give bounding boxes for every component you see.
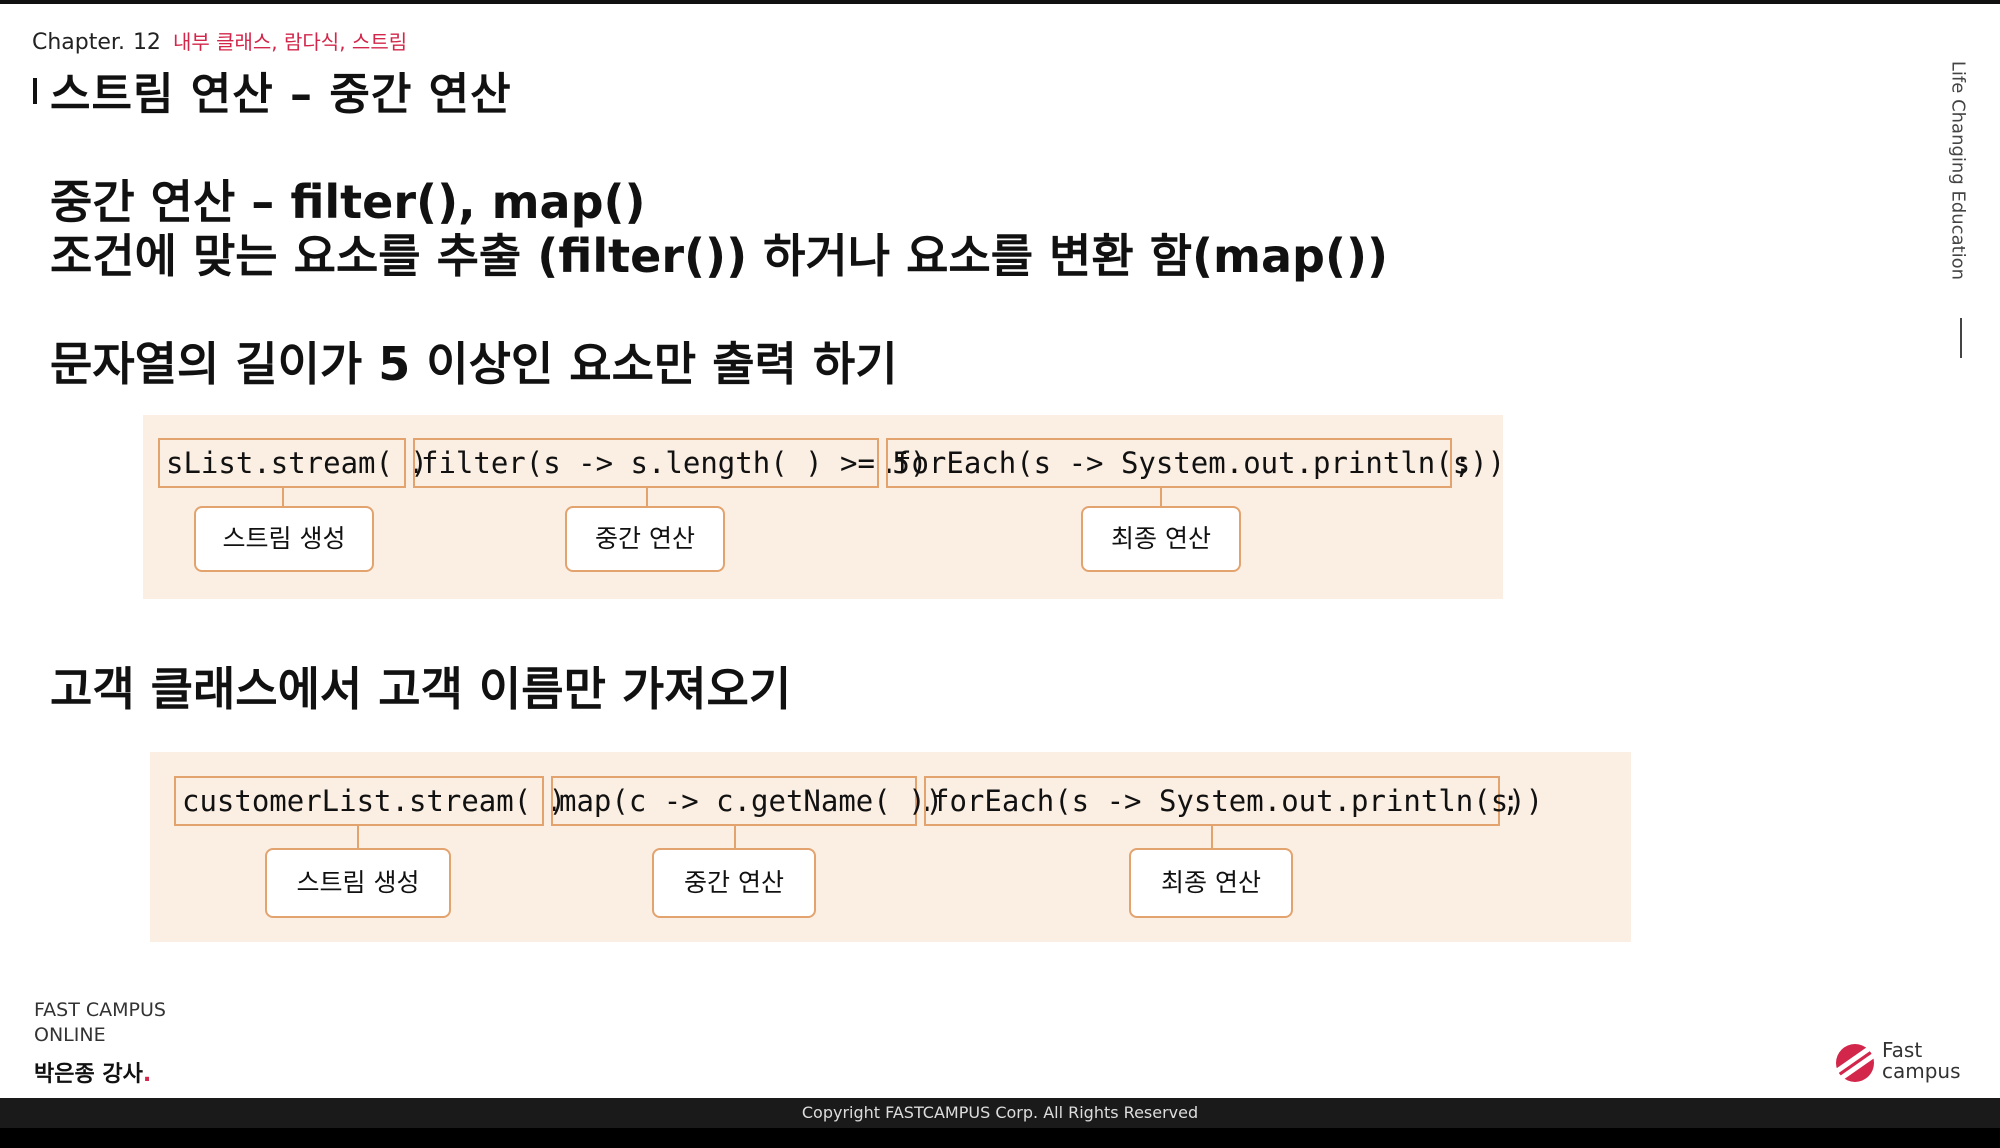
- chapter-subtitle: 내부 클래스, 람다식, 스트림: [172, 30, 408, 54]
- code-diagram-1: sList.stream( ) . filter(s -> s.length( …: [143, 415, 1505, 599]
- lecturer-name: 박은종 강사.: [34, 1056, 151, 1088]
- diagram-2-inner: customerList.stream( ) . map(c -> c.getN…: [174, 776, 1614, 926]
- fastcampus-logo-icon: [1836, 1044, 1874, 1082]
- code-dot: .: [880, 446, 898, 480]
- code-dot: .: [407, 446, 425, 480]
- body-line-1: 중간 연산 – filter(), map(): [50, 175, 646, 229]
- label-stream-creation: 스트림 생성: [265, 848, 451, 918]
- copyright-text: Copyright FASTCAMPUS Corp. All Rights Re…: [801, 1103, 1199, 1122]
- lecturer-text: 박은종 강사: [34, 1062, 143, 1087]
- logo-word-2: campus: [1882, 1059, 1961, 1083]
- brand-line-2: ONLINE: [34, 1024, 106, 1046]
- connector-line: [734, 826, 736, 848]
- connector-line: [1211, 826, 1213, 848]
- code-segment-terminal: forEach(s -> System.out.println(s)): [924, 776, 1543, 826]
- connector-line: [646, 488, 648, 506]
- connector-line: [1160, 488, 1162, 506]
- connector-line: [357, 826, 359, 848]
- slide-title: 스트림 연산 – 중간 연산: [50, 69, 512, 120]
- code-semicolon: ;: [1454, 446, 1472, 480]
- code-semicolon: ;: [1502, 784, 1520, 818]
- chapter-header: Chapter. 12 내부 클래스, 람다식, 스트림: [32, 26, 407, 55]
- body-line-2: 조건에 맞는 요소를 추출 (filter()) 하거나 요소를 변환 함(ma…: [50, 229, 1389, 283]
- label-stream-creation: 스트림 생성: [194, 506, 374, 572]
- top-border: [0, 0, 2000, 4]
- title-marker: [33, 78, 37, 104]
- label-terminal-operation: 최종 연산: [1081, 506, 1241, 572]
- label-terminal-operation: 최종 연산: [1129, 848, 1293, 918]
- code-dot: .: [545, 784, 563, 818]
- code-segment-stream-creation: customerList.stream( ): [174, 776, 566, 826]
- code-segment-terminal: forEach(s -> System.out.println(s)): [886, 438, 1505, 488]
- side-tagline: Life Changing Education: [1947, 40, 1969, 358]
- code-segment-stream-creation: sList.stream( ): [158, 438, 428, 488]
- code-segment-intermediate: filter(s -> s.length( ) >= 5): [413, 438, 927, 488]
- chapter-number: 12: [132, 30, 161, 55]
- lecturer-dot: .: [142, 1062, 152, 1087]
- side-tagline-text: Life Changing Education: [1947, 60, 1969, 281]
- fast-campus-online-label: FAST CAMPUS ONLINE: [34, 998, 166, 1048]
- diagram-1-inner: sList.stream( ) . filter(s -> s.length( …: [158, 438, 1505, 578]
- chapter-label: Chapter.: [32, 30, 125, 55]
- fastcampus-logo-text: Fast campus: [1882, 1040, 1961, 1082]
- label-intermediate-operation: 중간 연산: [565, 506, 725, 572]
- fastcampus-logo: Fast campus: [1836, 1038, 1966, 1086]
- connector-line: [282, 488, 284, 506]
- code-segment-intermediate: map(c -> c.getName( )): [551, 776, 943, 826]
- footer-bottom-strip: [0, 1128, 2000, 1148]
- section2-heading: 고객 클래스에서 고객 이름만 가져오기: [50, 662, 792, 716]
- brand-line-1: FAST CAMPUS: [34, 999, 166, 1021]
- label-intermediate-operation: 중간 연산: [652, 848, 816, 918]
- section1-heading: 문자열의 길이가 5 이상인 요소만 출력 하기: [50, 337, 898, 391]
- logo-word-1: Fast: [1882, 1038, 1923, 1062]
- footer-bar: Copyright FASTCAMPUS Corp. All Rights Re…: [0, 1098, 2000, 1148]
- code-diagram-2: customerList.stream( ) . map(c -> c.getN…: [150, 752, 1631, 942]
- side-tagline-rule: [1960, 318, 1962, 358]
- code-dot: .: [918, 784, 936, 818]
